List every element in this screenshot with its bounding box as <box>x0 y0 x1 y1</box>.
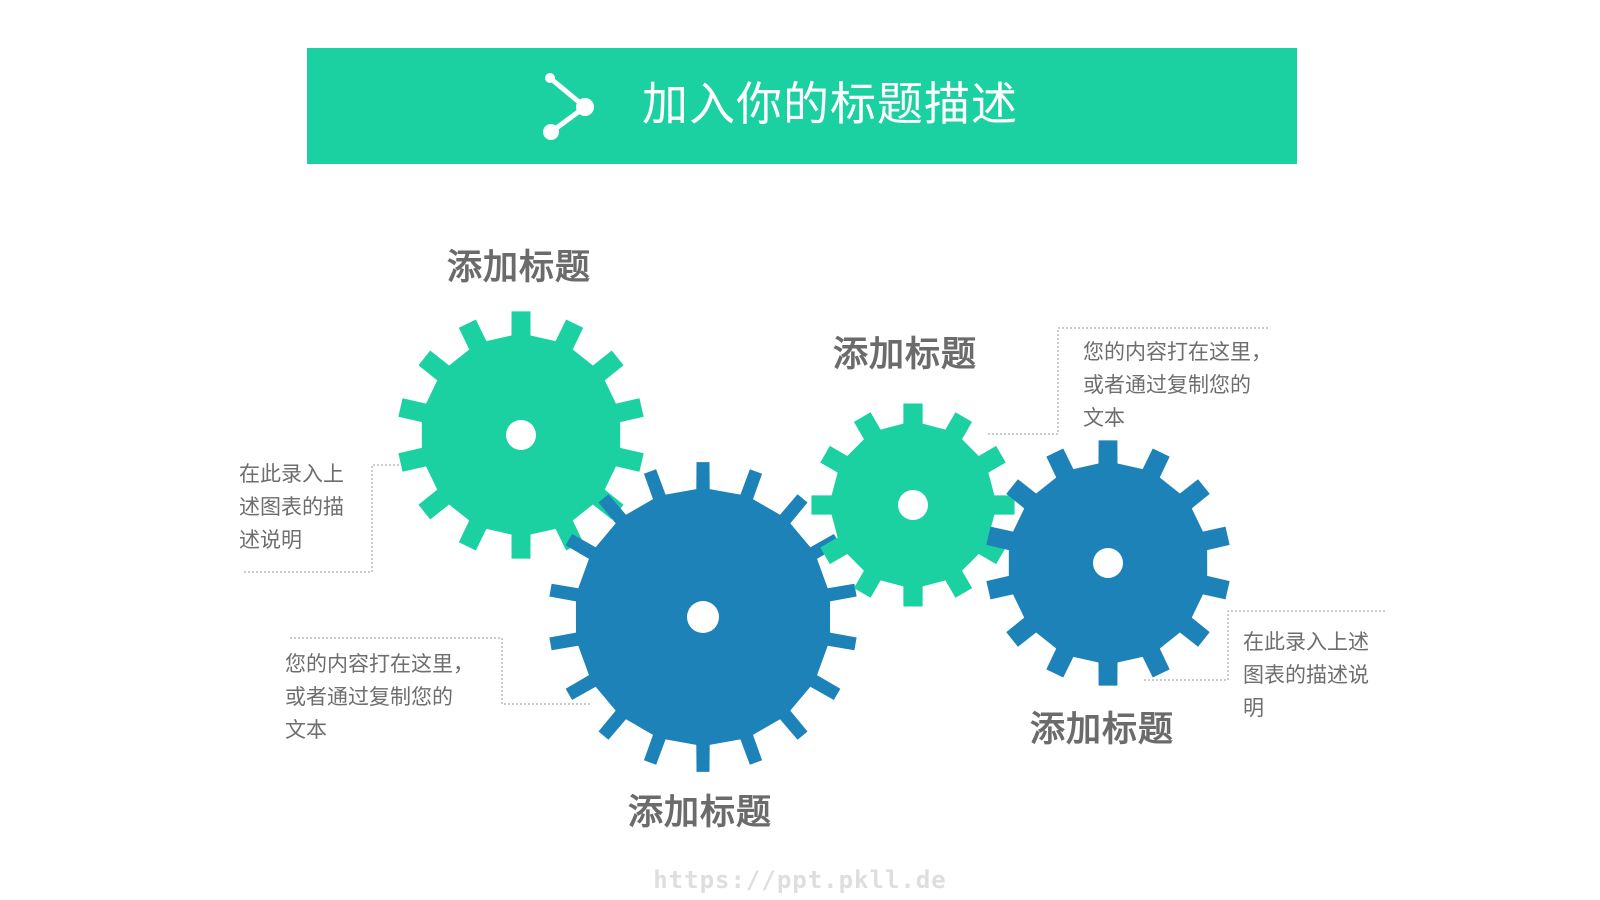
gear-group <box>398 311 1230 772</box>
gear-1-hole <box>506 420 536 450</box>
watermark-url: https://ppt.pkll.de <box>653 866 947 894</box>
gear-2-hole <box>687 601 719 633</box>
description-2: 您的内容打在这里， 或者通过复制您的 文本 <box>285 652 474 742</box>
page-title: 加入你的标题描述 <box>642 77 1018 131</box>
gear-3-hole <box>898 490 928 520</box>
gear-title-4: 添加标题 <box>1030 710 1175 750</box>
connector-line-3 <box>988 327 1268 435</box>
share-nodes-icon <box>543 73 594 140</box>
connector-line-1 <box>244 464 418 573</box>
connector-line-4 <box>1144 610 1387 681</box>
connector-line-2 <box>290 637 592 705</box>
header-bar: 加入你的标题描述 <box>307 48 1297 164</box>
gear-4-hole <box>1093 548 1123 578</box>
gear-title-2: 添加标题 <box>628 793 773 833</box>
connector-lines <box>244 327 1387 705</box>
description-4: 在此录入上述 图表的描述说 明 <box>1243 630 1369 720</box>
gear-title-1: 添加标题 <box>447 248 592 288</box>
description-3: 您的内容打在这里， 或者通过复制您的 文本 <box>1083 340 1272 430</box>
description-1: 在此录入上 述图表的描 述说明 <box>239 462 344 552</box>
gear-title-3: 添加标题 <box>833 335 978 375</box>
